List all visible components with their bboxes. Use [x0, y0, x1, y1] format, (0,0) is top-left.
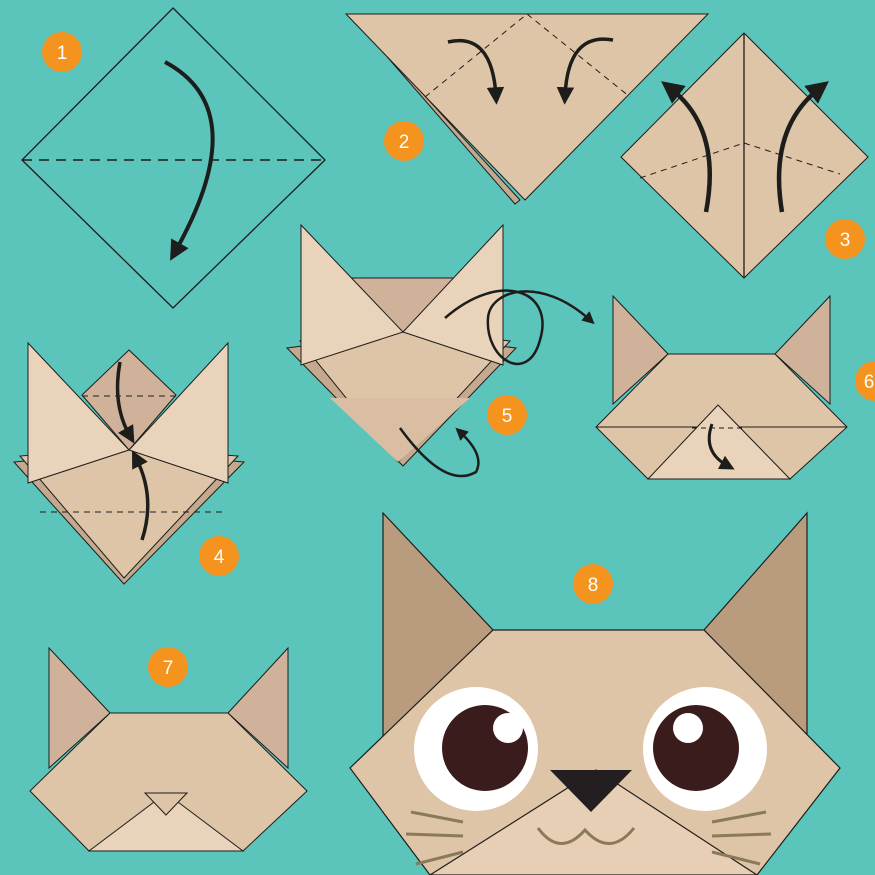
step-3-badge: 3: [825, 219, 865, 259]
step-1-label: 1: [57, 43, 68, 64]
step-7-label: 7: [163, 658, 174, 679]
step-2-label: 2: [399, 132, 410, 153]
step-5-badge: 5: [487, 395, 527, 435]
step-4-badge: 4: [199, 536, 239, 576]
step-1-badge: 1: [42, 32, 82, 72]
step-2-badge: 2: [384, 121, 424, 161]
whisker: [406, 834, 463, 836]
step-8-label: 8: [588, 575, 599, 596]
step-5-label: 5: [502, 406, 513, 427]
left-eye-highlight: [493, 713, 523, 743]
right-eye-highlight: [673, 713, 703, 743]
step-3-label: 3: [840, 230, 851, 251]
whisker: [712, 834, 771, 836]
step-6-label: 6: [864, 372, 875, 393]
step-8-badge: 8: [573, 564, 613, 604]
step-7-badge: 7: [148, 647, 188, 687]
step-4-label: 4: [214, 547, 225, 568]
